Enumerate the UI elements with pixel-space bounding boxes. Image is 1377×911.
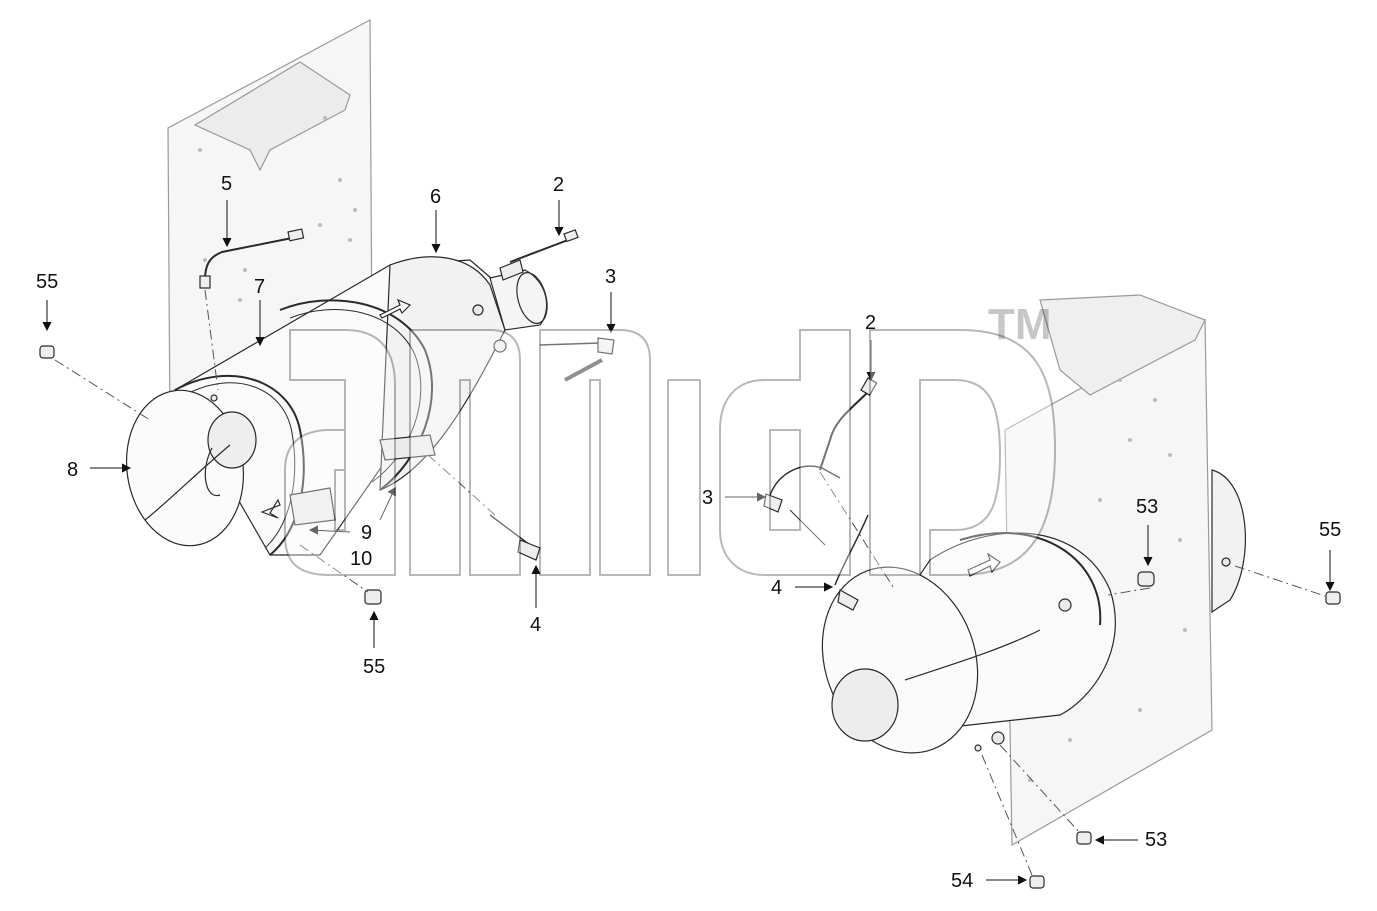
callout-53-bottom: 53 bbox=[1145, 829, 1168, 851]
center-lines bbox=[54, 289, 1326, 876]
callout-8: 8 bbox=[67, 459, 79, 481]
callout-5: 5 bbox=[221, 173, 233, 195]
left-dpf-assembly bbox=[125, 256, 548, 556]
callout-55-bottom: 55 bbox=[363, 656, 386, 678]
callout-55-left: 55 bbox=[36, 271, 59, 293]
leader-lines bbox=[42, 200, 1335, 885]
watermark-tm: TM bbox=[988, 300, 1052, 349]
callout-55-right: 55 bbox=[1319, 519, 1342, 541]
callout-2-right: 2 bbox=[865, 312, 877, 334]
callout-9: 9 bbox=[361, 522, 373, 544]
callout-54: 54 bbox=[951, 870, 974, 892]
right-sensors bbox=[763, 377, 878, 611]
callout-2-left: 2 bbox=[553, 174, 565, 196]
callout-4-left: 4 bbox=[530, 614, 542, 636]
left-sensors bbox=[39, 228, 615, 605]
right-doc-assembly bbox=[821, 531, 1341, 889]
callout-7: 7 bbox=[254, 276, 266, 298]
callout-4-right: 4 bbox=[771, 577, 783, 599]
callout-10: 10 bbox=[350, 548, 373, 570]
callout-6: 6 bbox=[430, 186, 442, 208]
callout-3-left: 3 bbox=[605, 266, 617, 288]
callout-53-top: 53 bbox=[1136, 496, 1159, 518]
callout-3-right: 3 bbox=[702, 487, 714, 509]
